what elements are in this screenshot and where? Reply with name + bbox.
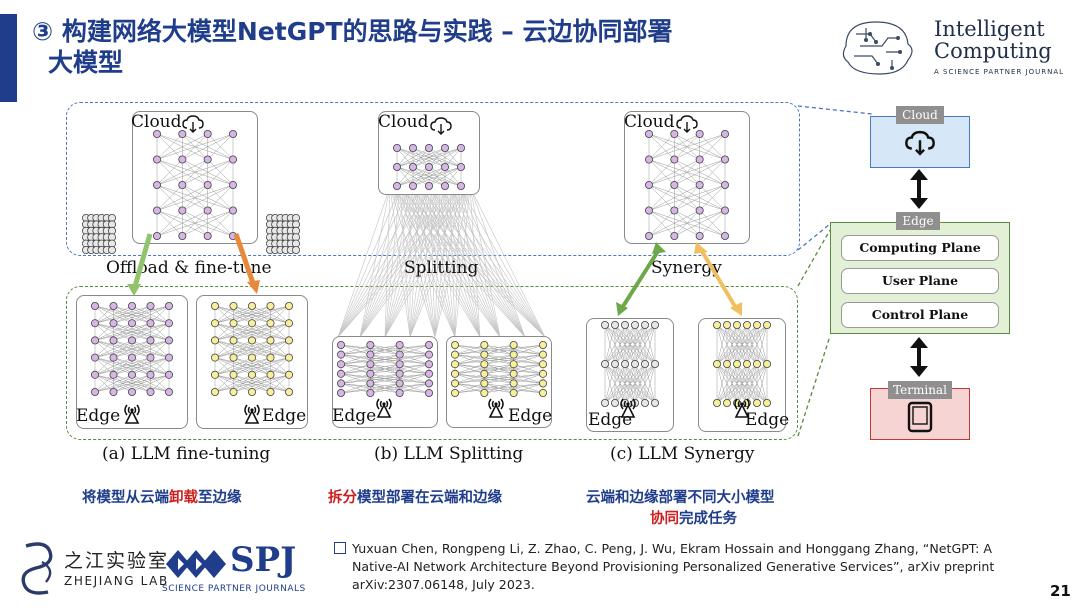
note-splitting: 拆分模型部署在云端和边缘 [328,486,502,507]
caption-splitting: (b) LLM Splitting [374,444,524,464]
note-splitting-highlight: 拆分 [328,490,357,506]
edge-tag: Edge [896,212,940,230]
note-synergy-line-1: 云端和边缘部署不同大小模型 [586,490,775,506]
zhejiang-lab-en: ZHEJIANG LAB [64,574,169,588]
edge-region-panel [66,286,798,440]
slide-title-line-2: 大模型 [48,48,124,77]
edge-model-card-c1 [586,318,674,432]
cloud-neural-network-c [644,129,730,241]
antenna-icon-c1 [620,398,636,418]
caption-fine-tuning: (a) LLM fine-tuning [102,444,271,464]
cloud-label-c: Cloud [624,112,675,132]
cloud-edge-double-arrow-icon [910,169,928,209]
connector-dashed-lines [797,105,873,437]
antenna-icon-b1 [376,398,392,418]
edge-model-card-a1 [76,295,188,429]
offload-arrows [127,233,260,296]
edge-neural-network-a1 [90,302,174,397]
terminal-tag: Terminal [888,381,952,399]
edge-neural-network-b1 [337,341,434,398]
antenna-icon-c2 [734,398,750,418]
spj-subtitle: SCIENCE PARTNER JOURNALS [162,584,306,594]
mode-label-synergy: Synergy [651,258,722,278]
note-synergy-highlight: 协同 [650,511,679,527]
antenna-icon-b2 [488,398,504,418]
antenna-icon-a1 [124,404,140,424]
zhejiang-lab-cn: 之江实验室 [64,550,170,572]
edge-neural-network-b2 [451,341,548,398]
edge-model-card-a2 [196,295,308,429]
edge-label-b2: Edge [508,406,553,426]
cloud-download-icon-c [676,115,698,133]
faint-network-glyph-right [266,214,300,254]
control-plane: Control Plane [841,302,999,328]
edge-terminal-double-arrow-icon [910,337,928,377]
cloud-model-card-c [624,111,750,244]
cloud-region-panel [66,102,800,256]
cloud-download-icon [905,130,935,156]
cloud-download-icon-b [430,117,452,135]
edge-label-c2: Edge [745,410,790,430]
cloud-node-box [870,116,970,168]
computing-plane: Computing Plane [841,235,999,261]
edge-neural-network-c1 [600,321,660,408]
mode-label-splitting: Splitting [404,258,479,278]
edge-label-c1: Edge [588,410,633,430]
edge-model-card-b2 [446,336,552,428]
note-synergy-line-2: 协同完成任务 [650,507,737,528]
reference-citation: Yuxuan Chen, Rongpeng Li, Z. Zhao, C. Pe… [352,541,995,592]
spj-mark-icon [166,550,226,578]
note-splitting-post: 模型部署在云端和边缘 [357,490,502,506]
journal-logo-name-line-2: Computing [934,39,1052,63]
journal-logo-name-line-1: Intelligent [934,17,1045,41]
cloud-model-card-b [378,111,480,195]
edge-model-card-b1 [332,336,438,428]
slide-title: ③ 构建网络大模型NetGPT的思路与实践 – 云边协同部署 大模型 [32,16,792,78]
cloud-neural-network-a [152,129,238,241]
faint-network-glyph-left [82,214,116,254]
cloud-label-b: Cloud [378,112,429,132]
brain-circuit-logo-icon [842,21,913,75]
note-offload-post: 至边缘 [198,490,242,506]
cloud-label-a: Cloud [131,112,182,132]
journal-logo-name: Intelligent Computing [934,18,1052,62]
edge-neural-network-c2 [712,321,772,408]
synergy-arrows [616,242,742,316]
zhejiang-lab-logo-icon [21,542,53,595]
note-offload-pre: 将模型从云端 [82,490,169,506]
user-plane: User Plane [841,268,999,294]
spj-name: SPJ [230,540,297,580]
cloud-neural-network-b [392,144,466,191]
tablet-icon [907,401,933,433]
cloud-download-icon-a [182,115,204,133]
mode-label-offload: Offload & fine-tune [106,258,272,278]
note-offload-highlight: 卸载 [169,490,198,506]
edge-model-card-c2 [698,318,786,432]
edge-label-a1: Edge [76,406,121,426]
antenna-icon-a2 [244,404,260,424]
cloud-tag: Cloud [896,106,944,124]
split-connection-lines [337,186,546,338]
edge-node-box: Computing Plane User Plane Control Plane [830,222,1010,334]
journal-logo-tagline: A SCIENCE PARTNER JOURNAL [934,68,1065,76]
slide-title-line-1: ③ 构建网络大模型NetGPT的思路与实践 – 云边协同部署 [32,17,673,46]
note-offload: 将模型从云端卸载至边缘 [82,486,242,507]
cloud-model-card-a [132,111,258,244]
title-accent-bar [0,14,17,102]
page-number: 21 [1050,582,1071,600]
reference-bullet [334,542,346,554]
edge-label-a2: Edge [262,406,307,426]
edge-neural-network-a2 [210,302,294,397]
edge-label-b1: Edge [332,406,377,426]
caption-synergy: (c) LLM Synergy [610,444,755,464]
note-synergy-post: 完成任务 [679,511,737,527]
